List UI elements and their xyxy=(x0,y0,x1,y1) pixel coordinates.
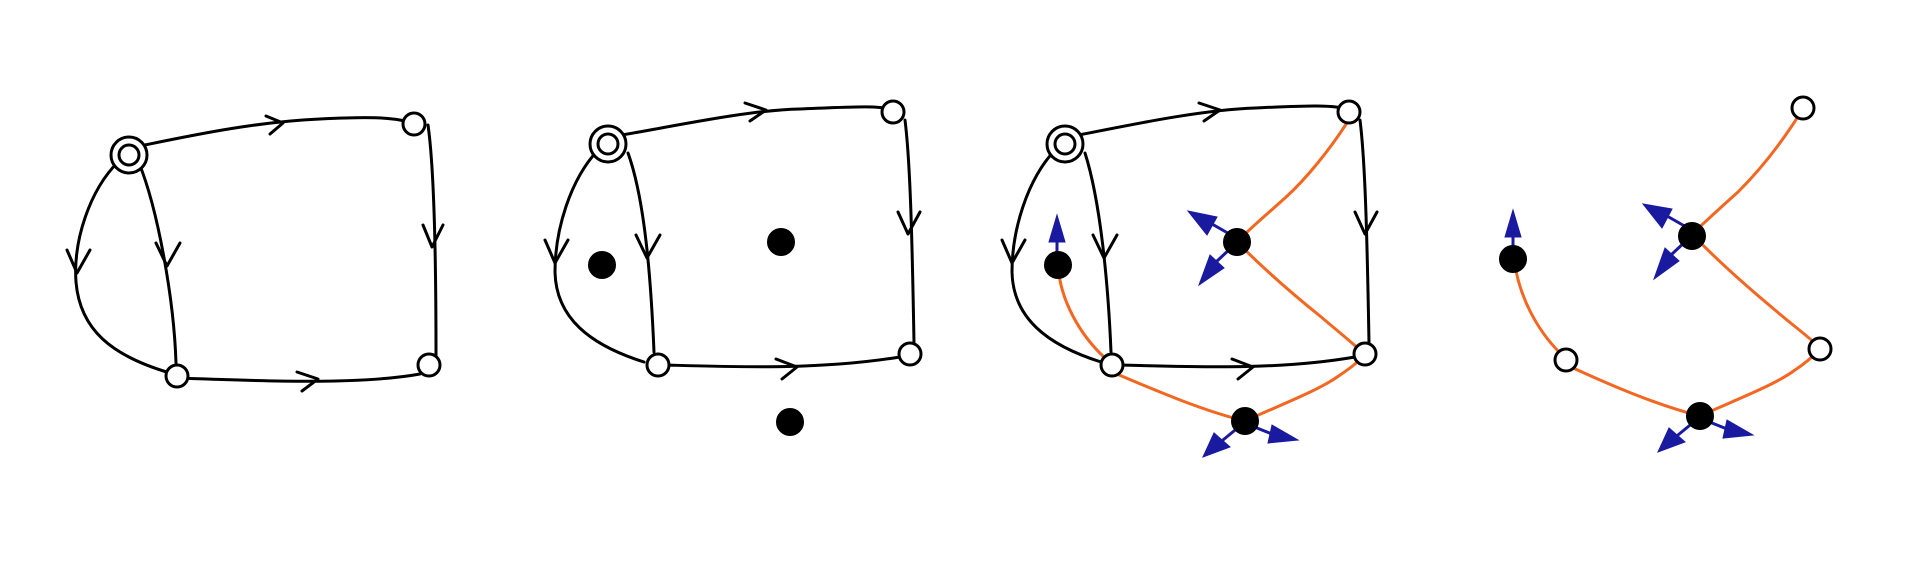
direction-arrow-head xyxy=(1186,210,1218,236)
dual-edge xyxy=(1056,263,1107,360)
arrowhead xyxy=(1091,233,1119,260)
panel-3 xyxy=(1000,99,1379,458)
direction-arrow-head xyxy=(1652,247,1680,281)
open-vertex xyxy=(880,99,906,125)
open-vertex xyxy=(401,111,427,137)
open-vertex xyxy=(1807,336,1833,362)
panel-2 xyxy=(543,99,923,436)
arrowhead xyxy=(743,101,768,123)
direction-arrow-head xyxy=(1504,208,1522,238)
edge xyxy=(174,372,422,383)
open-vertex xyxy=(1099,352,1125,378)
edge xyxy=(620,105,895,137)
face-vertex xyxy=(776,408,804,436)
direction-arrow-head xyxy=(1267,424,1300,444)
face-vertex xyxy=(1231,407,1259,435)
arrowhead xyxy=(421,223,445,249)
open-vertex xyxy=(645,352,671,378)
face-vertex xyxy=(588,251,616,279)
arrowhead xyxy=(543,238,570,265)
arrowhead xyxy=(634,233,662,260)
edge xyxy=(426,123,438,357)
face-vertex xyxy=(767,228,795,256)
arrowhead xyxy=(774,357,799,381)
open-vertex xyxy=(1336,99,1362,125)
face-vertex xyxy=(1686,402,1714,430)
dual-edge xyxy=(1235,240,1364,354)
edge xyxy=(1119,355,1357,369)
panel-4 xyxy=(1499,95,1833,453)
dual-edge xyxy=(1512,256,1562,355)
dual-edge xyxy=(1690,232,1820,348)
open-vertex xyxy=(416,352,442,378)
dual-edge xyxy=(1110,370,1247,423)
direction-arrow-head xyxy=(1641,203,1673,229)
panel-1 xyxy=(65,111,445,393)
arrowhead xyxy=(264,114,285,136)
face-vertex xyxy=(1499,245,1527,273)
root-vertex-inner xyxy=(596,132,620,156)
dual-edge xyxy=(1690,113,1801,236)
edge xyxy=(1077,104,1352,137)
dual-edge xyxy=(1698,348,1821,418)
edge xyxy=(663,355,902,369)
open-vertex xyxy=(897,341,923,367)
edge xyxy=(626,151,656,354)
direction-arrow-head xyxy=(1202,432,1231,458)
arrowhead xyxy=(1230,357,1255,381)
arrowhead xyxy=(1353,210,1379,236)
face-vertex xyxy=(1678,222,1706,250)
edge xyxy=(1358,118,1371,345)
edge xyxy=(553,148,646,364)
direction-arrow-head xyxy=(1657,427,1686,453)
arrowhead xyxy=(896,210,922,236)
edge xyxy=(137,161,178,365)
root-vertex-inner xyxy=(117,143,141,167)
open-vertex xyxy=(1790,95,1816,121)
dual-edge xyxy=(1235,116,1352,244)
open-vertex xyxy=(1553,347,1579,373)
arrowhead xyxy=(1000,238,1027,265)
open-vertex xyxy=(1352,341,1378,367)
dual-edge xyxy=(1569,365,1702,418)
face-vertex xyxy=(1044,251,1072,279)
edge xyxy=(128,116,417,150)
arrowhead xyxy=(65,248,92,275)
arrowhead xyxy=(1197,101,1222,123)
direction-arrow-head xyxy=(1722,419,1755,439)
arrowhead xyxy=(154,241,182,268)
edge xyxy=(1010,148,1103,364)
edge xyxy=(74,160,172,375)
face-vertex xyxy=(1223,228,1251,256)
open-vertex xyxy=(164,363,190,389)
root-vertex-inner xyxy=(1053,132,1077,156)
edge xyxy=(903,118,916,345)
arrowhead xyxy=(295,370,320,393)
direction-arrow-head xyxy=(1048,213,1066,243)
direction-arrow-head xyxy=(1197,254,1225,287)
edge xyxy=(1083,151,1113,354)
